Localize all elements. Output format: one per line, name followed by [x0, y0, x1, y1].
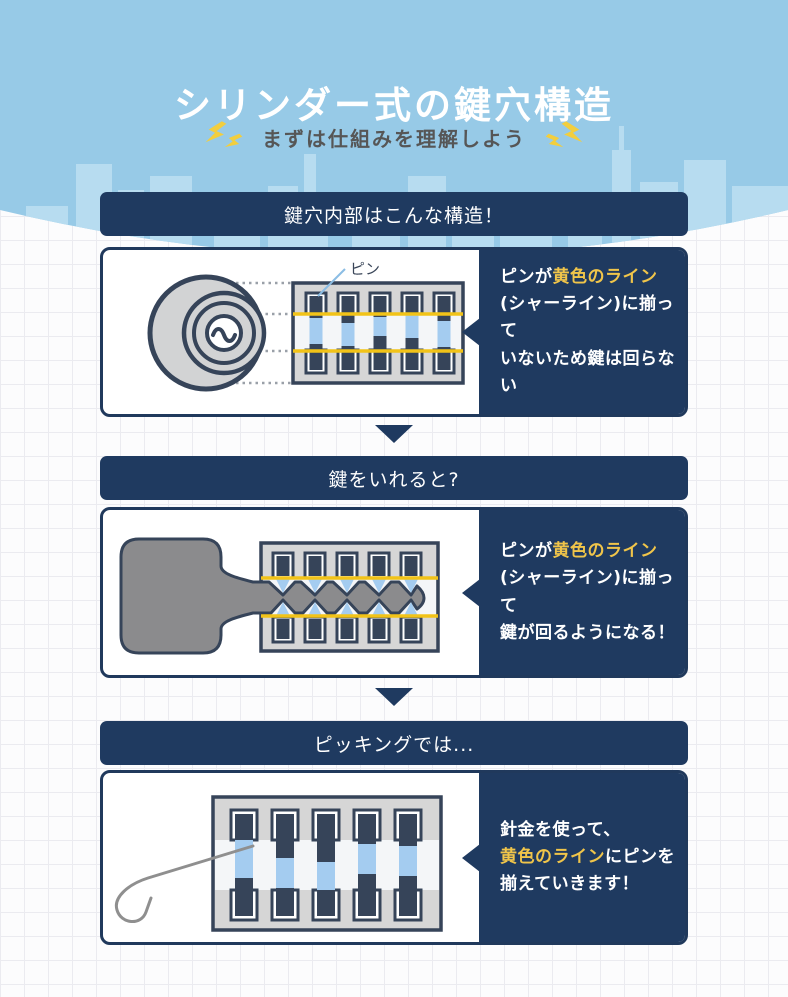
section2-caption-panel: ピンが黄色のライン (シャーライン)に揃って 鍵が回るようになる！: [462, 510, 685, 675]
section2-header-label: 鍵をいれると?: [328, 468, 460, 491]
caption-line: 黄色のラインにピンを: [500, 846, 675, 867]
section3-header-bar: ピッキングでは...: [100, 721, 688, 765]
section3-card: 針金を使って、 黄色のラインにピンを 揃えていきます！: [100, 770, 688, 945]
key-pins: [276, 579, 418, 616]
key-inserted-diagram: [119, 537, 440, 655]
section1-header-label: 鍵穴内部はこんな構造！: [283, 204, 504, 227]
lightning-bolts-left-icon: [205, 121, 243, 148]
shear-lines: [293, 312, 463, 353]
lightning-bolts-right-icon: [545, 121, 583, 148]
caption-line: 揃えていきます！: [500, 874, 640, 895]
pin-stacks: [235, 814, 417, 916]
caption-line: (シャーライン)に揃って: [500, 294, 675, 342]
driver-pins: [276, 556, 418, 639]
left-pointer-icon: [462, 578, 480, 607]
pin-label: ピン: [350, 260, 380, 278]
caption-line: 鍵が回るようになる！: [500, 622, 675, 643]
lock-face: [147, 274, 267, 392]
subtitle-row: まずは仕組みを理解しよう: [0, 120, 788, 154]
down-arrow-icon: [375, 688, 413, 706]
pin-stacks: [309, 296, 451, 370]
section2-card: ピンが黄色のライン (シャーライン)に揃って 鍵が回るようになる！: [100, 507, 688, 678]
page-title: シリンダー式の鍵穴構造: [174, 83, 614, 127]
left-pointer-icon: [462, 843, 480, 872]
lock-structure-diagram: ピン: [147, 260, 465, 392]
caption-line: 針金を使って、: [500, 819, 621, 840]
left-pointer-icon: [462, 318, 480, 346]
caption-line: ピンが黄色のライン: [500, 541, 658, 562]
pin-housing: [211, 795, 443, 932]
key: [119, 537, 426, 655]
shear-lines: [261, 576, 438, 618]
pick-wire: [114, 844, 255, 923]
subtitle-text: まずは仕組みを理解しよう: [262, 126, 526, 151]
caption-line: (シャーライン)に揃って: [500, 568, 675, 616]
section1-card: ピン ピンが黄色のライン (シャーライン)に揃って いないため鍵は回らない: [100, 247, 688, 417]
section1-caption-panel: ピンが黄色のライン (シャーライン)に揃って いないため鍵は回らない: [462, 250, 685, 414]
caption-line: いないため鍵は回らない: [500, 348, 675, 396]
section1-header-bar: 鍵穴内部はこんな構造！: [100, 192, 688, 236]
down-arrow-icon: [375, 425, 413, 443]
lock-picking-diagram: [114, 795, 443, 932]
section3-header-label: ピッキングでは...: [313, 733, 475, 756]
pin-housing: [291, 281, 465, 385]
section2-header-bar: 鍵をいれると?: [100, 456, 688, 500]
dotted-guide-lines: [223, 281, 293, 385]
section3-caption-panel: 針金を使って、 黄色のラインにピンを 揃えていきます！: [462, 773, 685, 942]
caption-line: ピンが黄色のライン: [500, 267, 658, 288]
pin-label-line: [317, 268, 346, 297]
